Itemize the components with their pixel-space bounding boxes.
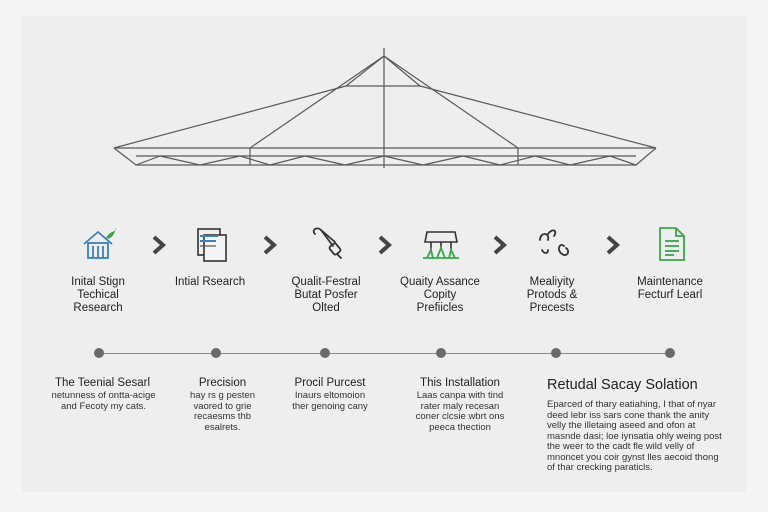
checklist-doc-icon: [652, 224, 692, 264]
timeline-dot: [551, 348, 561, 358]
summary-title: Retudal Sacay Solation: [547, 377, 698, 393]
timeline-body: Inaurs eltomoion ther genoing cany: [292, 390, 368, 412]
timeline-body: Laas canpa with tind rater maly recesan …: [415, 390, 505, 433]
timeline-line: [100, 353, 672, 354]
step-label: Maintenance Fecturf Learl: [637, 276, 703, 301]
timeline-title: Procil Purcest: [294, 377, 366, 389]
timeline-title: This Installation: [420, 377, 500, 389]
chevron-right-icon: [149, 234, 169, 256]
squiggle-icon: [534, 224, 574, 264]
timeline-dot: [665, 348, 675, 358]
document-icon: [192, 224, 232, 264]
clamp-tool-icon: [307, 224, 347, 264]
timeline-title: The Teenial Sesarl: [54, 377, 151, 389]
timeline-body: netunness of ontta-acige and Fecoty my c…: [51, 390, 156, 412]
step-label: Intial Rsearch: [174, 276, 246, 288]
canopy-grass-icon: [421, 224, 461, 264]
timeline-title: Precision: [198, 377, 247, 389]
chevron-right-icon: [490, 234, 510, 256]
timeline-body: hay rs g pesten vaored to grie recaesms …: [190, 390, 255, 433]
summary-body: Eparced of thary eatiahing, I that of ny…: [547, 399, 722, 473]
step-label: Qualit-Festral Butat Posfer Olted: [291, 276, 361, 314]
timeline-dot: [211, 348, 221, 358]
house-leaf-icon: [80, 224, 120, 264]
chevron-right-icon: [375, 234, 395, 256]
timeline-dot: [436, 348, 446, 358]
chevron-right-icon: [603, 234, 623, 256]
step-label: Inital Stign Techical Research: [71, 276, 125, 314]
step-label: Quaity Assance Copity Prefiicles: [400, 276, 480, 314]
timeline-dot: [94, 348, 104, 358]
step-label: Mealiyity Protods & Precests: [526, 276, 578, 314]
chevron-right-icon: [260, 234, 280, 256]
timeline-dot: [320, 348, 330, 358]
